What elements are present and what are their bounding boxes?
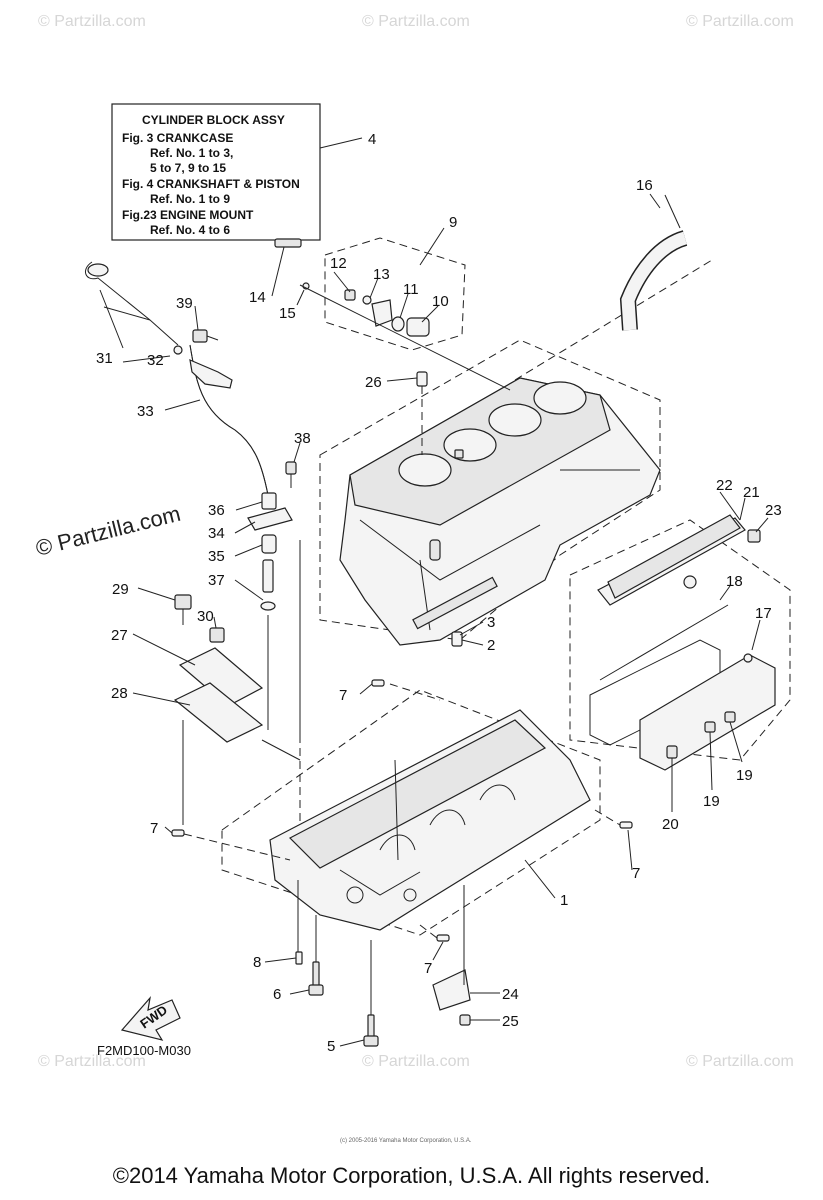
bracket-24-25: [432, 885, 471, 1026]
callout-7-d: 7: [424, 960, 432, 977]
info-box-line-2: Ref. No. 1 to 3,: [150, 146, 233, 160]
callout-7-a: 7: [339, 687, 347, 704]
callout-17: 17: [755, 605, 772, 622]
hose-16: [619, 194, 688, 331]
callout-25: 25: [502, 1013, 519, 1030]
plates-27-28: [173, 594, 301, 825]
leader-lines: [99, 193, 769, 1047]
callout-21: 21: [743, 484, 760, 501]
cover-21-22: [597, 514, 761, 606]
callout-5: 5: [327, 1038, 335, 1055]
callout-20: 20: [662, 816, 679, 833]
watermark-bottom-left: © Partzilla.com: [38, 1053, 146, 1070]
info-box-title: CYLINDER BLOCK ASSY: [142, 113, 285, 127]
callout-27: 27: [111, 627, 128, 644]
callout-11: 11: [403, 281, 419, 298]
callout-12: 12: [330, 255, 347, 272]
callout-16: 16: [636, 177, 653, 194]
callout-18: 18: [726, 573, 743, 590]
callout-15: 15: [279, 305, 296, 322]
small-print: (c) 2005-2016 Yamaha Motor Corporation, …: [340, 1138, 472, 1144]
callouts: 1 2 3 4 5 6 7 7 7 7 8 9 10 11 12 13 14 1…: [96, 131, 782, 1055]
callout-13: 13: [373, 266, 390, 283]
info-box-line-4: Fig. 4 CRANKSHAFT & PISTON: [122, 177, 300, 191]
callout-2: 2: [487, 637, 495, 654]
side-cover-17-18: [589, 604, 776, 771]
callout-7-b: 7: [150, 820, 158, 837]
callout-22: 22: [716, 477, 733, 494]
watermark-bottom-mid: © Partzilla.com: [362, 1053, 470, 1070]
callout-14: 14: [249, 289, 266, 306]
watermark-bottom-right: © Partzilla.com: [686, 1053, 794, 1070]
oil-pipe-parts: [247, 461, 301, 735]
callout-31: 31: [96, 350, 113, 367]
callout-34: 34: [208, 525, 225, 542]
callout-3: 3: [487, 614, 495, 631]
callout-33: 33: [137, 403, 154, 420]
callout-23: 23: [765, 502, 782, 519]
callout-10: 10: [432, 293, 449, 310]
watermark-top-left: © Partzilla.com: [38, 13, 146, 30]
copyright-notice: ©2014 Yamaha Motor Corporation, U.S.A. A…: [112, 1163, 711, 1188]
sensor-group-parts: [274, 238, 511, 391]
dowel-26: [416, 371, 428, 387]
watermark-side: © Partzilla.com: [33, 501, 183, 561]
watermark-top-right: © Partzilla.com: [686, 13, 794, 30]
info-box-line-6: Fig.23 ENGINE MOUNT: [122, 208, 254, 222]
callout-35: 35: [208, 548, 225, 565]
callout-4: 4: [368, 131, 376, 148]
callout-39: 39: [176, 295, 193, 312]
callout-29: 29: [112, 581, 129, 598]
info-box-line-5: Ref. No. 1 to 9: [150, 192, 230, 206]
diagram-code: F2MD100-M030: [97, 1043, 191, 1058]
callout-36: 36: [208, 502, 225, 519]
crankcase: [269, 709, 591, 931]
callout-9: 9: [449, 214, 457, 231]
callout-24: 24: [502, 986, 519, 1003]
fwd-arrow: FWD: [120, 996, 181, 1041]
group-outlines: [221, 237, 791, 936]
callout-28: 28: [111, 685, 128, 702]
callout-32: 32: [147, 352, 164, 369]
callout-7-c: 7: [632, 865, 640, 882]
watermark-top-mid: © Partzilla.com: [362, 13, 470, 30]
callout-19-a: 19: [736, 767, 753, 784]
callout-1: 1: [560, 892, 568, 909]
callout-6: 6: [273, 986, 281, 1003]
callout-19-b: 19: [703, 793, 720, 810]
callout-38: 38: [294, 430, 311, 447]
callout-30: 30: [197, 608, 214, 625]
info-box-line-3: 5 to 7, 9 to 15: [150, 161, 226, 175]
callout-37: 37: [208, 572, 225, 589]
info-box: CYLINDER BLOCK ASSY Fig. 3 CRANKCASE Ref…: [111, 103, 363, 241]
cylinder-block: [339, 377, 661, 646]
dipstick-assembly: [84, 261, 269, 496]
callout-8: 8: [253, 954, 261, 971]
callout-26: 26: [365, 374, 382, 391]
info-box-line-1: Fig. 3 CRANKCASE: [122, 131, 233, 145]
info-box-line-7: Ref. No. 4 to 6: [150, 223, 230, 237]
